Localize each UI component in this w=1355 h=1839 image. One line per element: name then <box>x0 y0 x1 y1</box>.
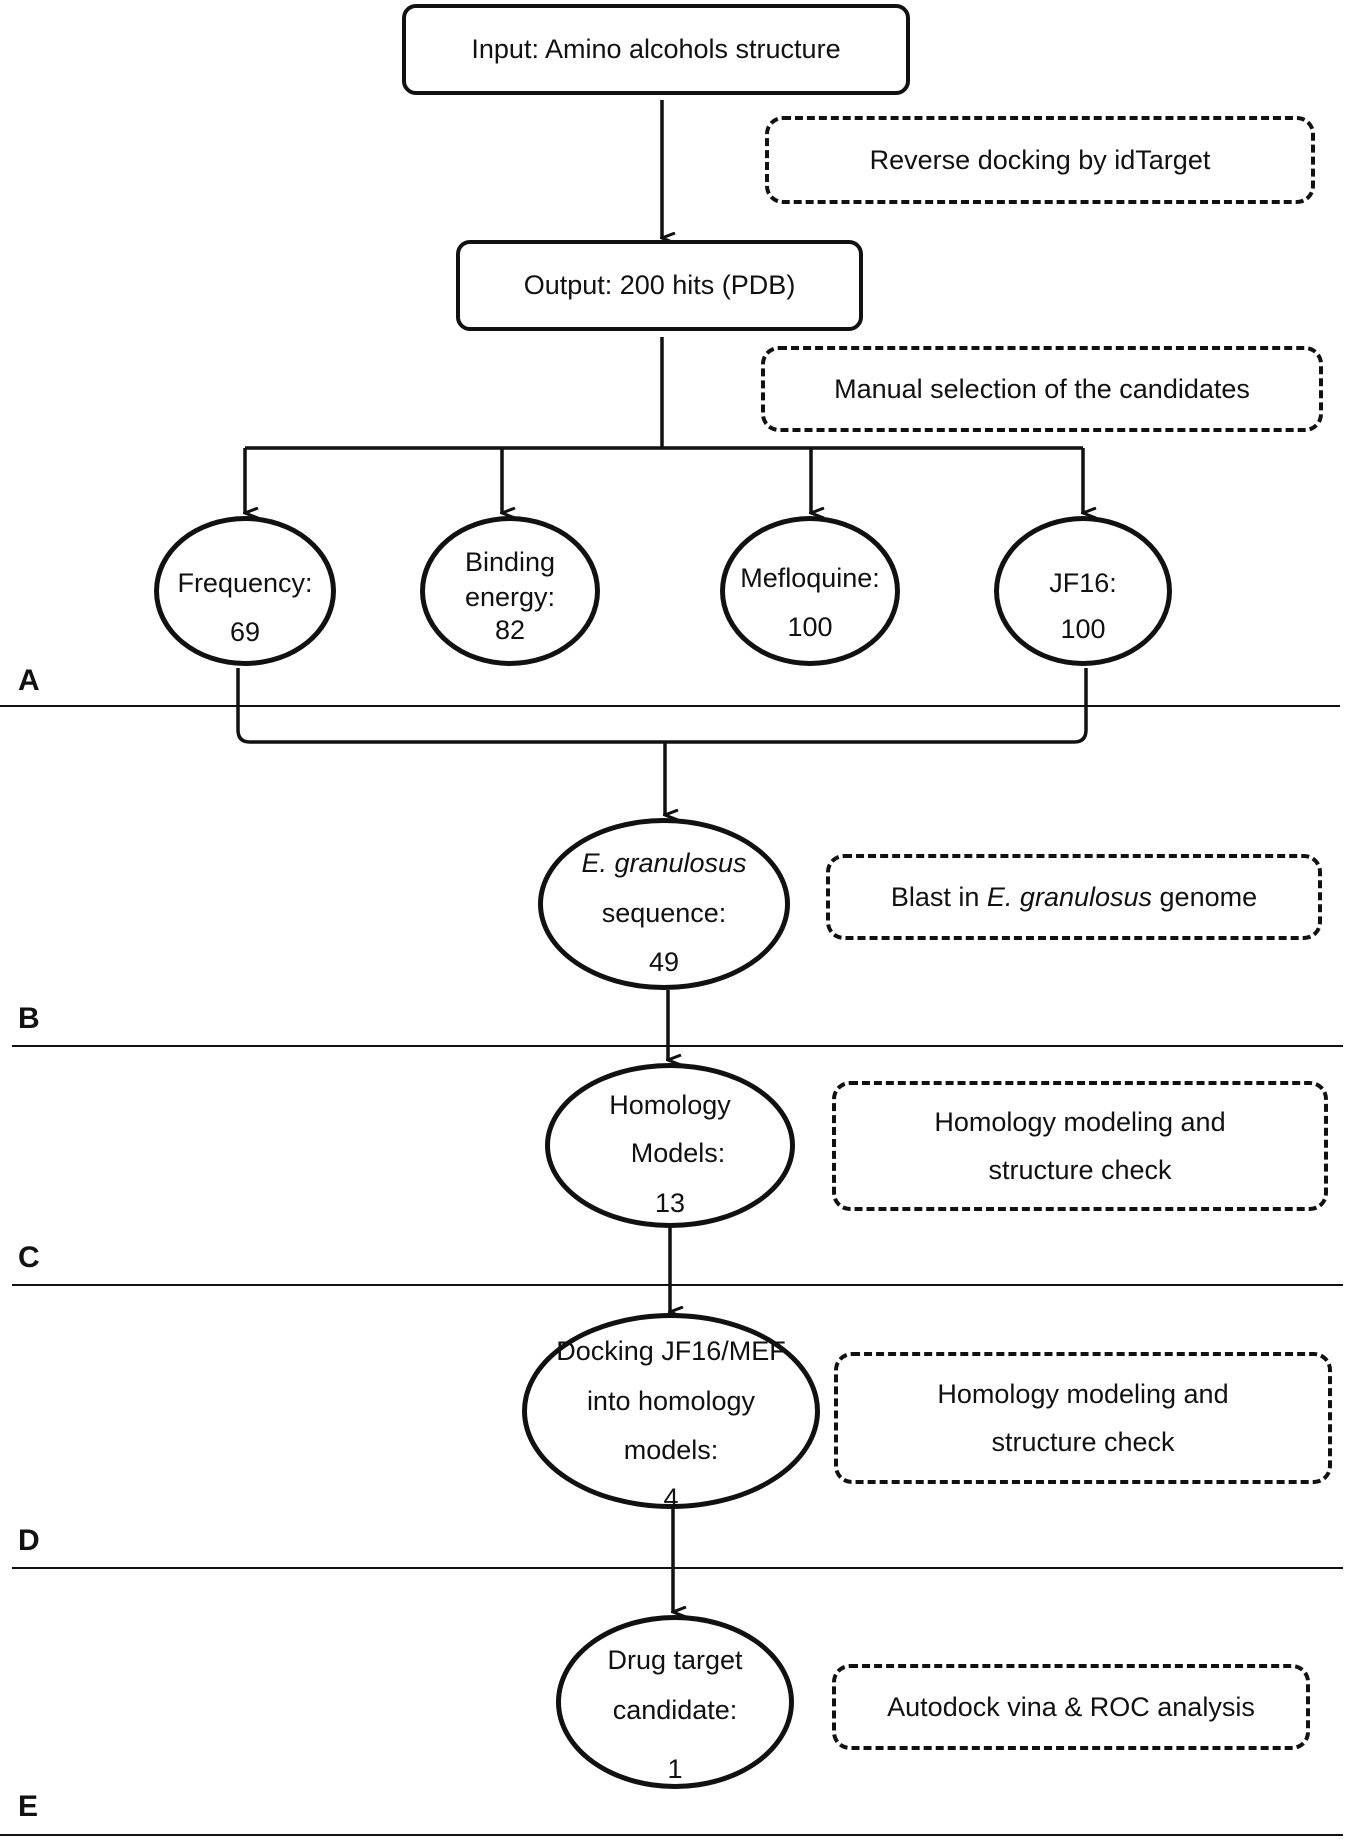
granulosus-sequence-line2: sequence: <box>601 898 727 928</box>
input-box: Input: Amino alcohols structure <box>402 4 910 95</box>
homology-models-node <box>545 1063 795 1228</box>
blast-label: Blast in E. granulosus genome <box>890 881 1258 912</box>
reverse-docking-label: Reverse docking by idTarget <box>869 144 1211 175</box>
docking-value: 4 <box>663 1483 679 1513</box>
binding-energy-node <box>420 516 600 666</box>
mefloquine-value: 100 <box>787 612 833 642</box>
section-label-c: C <box>18 1241 40 1274</box>
output-box: Output: 200 hits (PDB) <box>456 240 863 331</box>
drug-target-value: 1 <box>667 1754 683 1784</box>
output-label: Output: 200 hits (PDB) <box>523 270 796 301</box>
manual-selection-label: Manual selection of the candidates <box>834 373 1250 404</box>
drug-target-node <box>556 1615 794 1789</box>
binding-energy-label-line1: Binding <box>464 547 556 577</box>
homology-check-c-line1: Homology modeling and <box>934 1106 1226 1137</box>
autodock-note: Autodock vina & ROC analysis <box>832 1664 1310 1750</box>
frequency-value: 69 <box>229 617 261 647</box>
merge-bracket <box>236 668 1088 744</box>
homology-models-line1: Homology <box>609 1090 731 1120</box>
jf16-label: JF16: <box>1049 568 1117 598</box>
frequency-node <box>154 516 336 666</box>
section-label-a: A <box>18 664 40 697</box>
homology-models-value: 13 <box>654 1188 686 1218</box>
docking-line1: Docking JF16/MEF <box>556 1336 786 1366</box>
jf16-value: 100 <box>1060 614 1106 644</box>
docking-node <box>522 1313 820 1509</box>
binding-energy-label-line2: energy: <box>464 582 556 612</box>
input-label: Input: Amino alcohols structure <box>471 34 841 65</box>
homology-check-note-c: Homology modeling and structure check <box>832 1081 1328 1211</box>
drug-target-line1: Drug target <box>607 1645 743 1675</box>
section-label-b: B <box>18 1002 40 1035</box>
blast-note: Blast in E. granulosus genome <box>826 854 1322 940</box>
section-label-e: E <box>18 1790 39 1823</box>
manual-selection-note: Manual selection of the candidates <box>761 346 1323 432</box>
granulosus-sequence-node <box>538 818 790 990</box>
granulosus-sequence-value: 49 <box>648 947 680 977</box>
binding-energy-value: 82 <box>494 615 526 645</box>
autodock-label: Autodock vina & ROC analysis <box>887 1691 1255 1722</box>
homology-check-note-d: Homology modeling and structure check <box>834 1352 1332 1484</box>
docking-line3: models: <box>623 1435 719 1465</box>
section-label-d: D <box>18 1524 40 1557</box>
homology-check-d-line1: Homology modeling and <box>937 1378 1229 1409</box>
homology-check-d-line2: structure check <box>991 1427 1175 1457</box>
homology-check-c-line2: structure check <box>988 1155 1172 1185</box>
homology-models-line2: Models: <box>630 1138 726 1168</box>
mefloquine-label: Mefloquine: <box>740 563 880 593</box>
granulosus-sequence-line1: E. granulosus <box>581 848 747 878</box>
reverse-docking-note: Reverse docking by idTarget <box>765 116 1315 204</box>
jf16-node <box>994 516 1172 666</box>
frequency-label: Frequency: <box>177 568 313 598</box>
mefloquine-node <box>720 516 900 666</box>
docking-line2: into homology <box>586 1386 756 1416</box>
drug-target-line2: candidate: <box>612 1695 738 1725</box>
